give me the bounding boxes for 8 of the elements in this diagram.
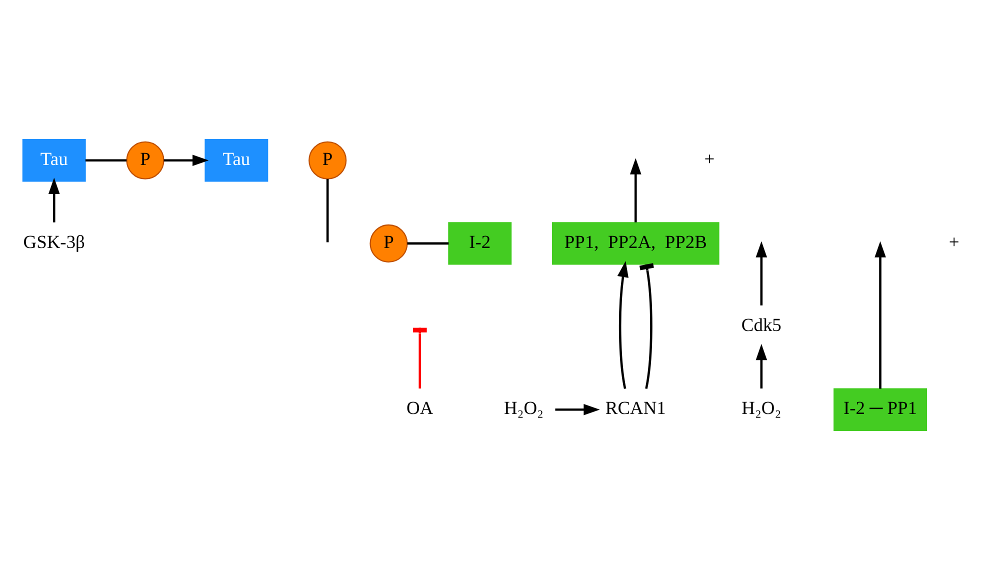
- node-text: GSK-3β: [23, 231, 85, 252]
- node-text: H₂O₂: [742, 398, 782, 418]
- label: +: [704, 148, 715, 168]
- node-text: OA: [406, 398, 434, 418]
- node-text: H₂O₂: [504, 398, 544, 418]
- node-text: Cdk5: [741, 314, 782, 334]
- node-text: RCAN1: [605, 398, 666, 418]
- label: +: [948, 231, 960, 252]
